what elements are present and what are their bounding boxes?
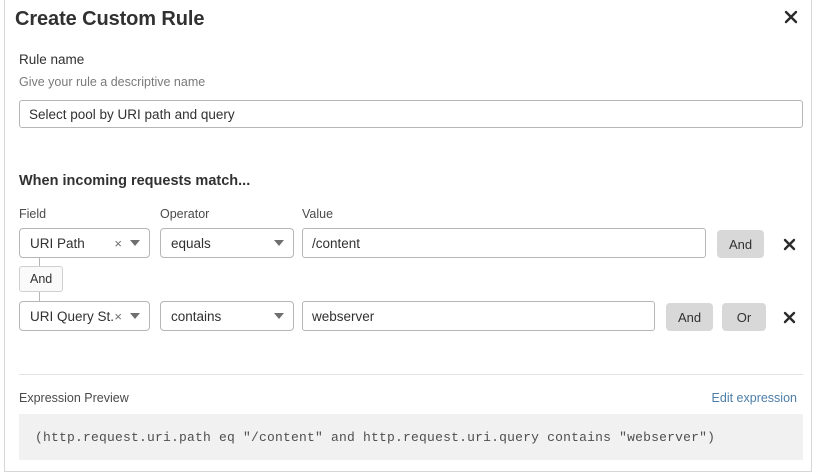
create-custom-rule-dialog: Create Custom Rule Rule name Give your r… (4, 0, 812, 472)
conditions-heading: When incoming requests match... (19, 173, 251, 189)
edit-expression-link[interactable]: Edit expression (711, 391, 797, 405)
column-header-value: Value (302, 207, 334, 221)
expression-preview-box: (http.request.uri.path eq "/content" and… (19, 414, 803, 460)
and-button-row-2[interactable]: And (666, 303, 714, 331)
remove-condition-row-2[interactable] (779, 307, 799, 327)
operator-select-row-2[interactable]: contains (160, 301, 294, 331)
expression-preview-label: Expression Preview (19, 391, 129, 405)
group-connector-and-badge[interactable]: And (19, 266, 64, 292)
or-button-row-2[interactable]: Or (722, 303, 766, 331)
clear-icon[interactable]: × (114, 235, 122, 251)
section-divider (19, 374, 803, 375)
connector-line-bottom (39, 292, 40, 301)
value-input-row-1[interactable] (302, 228, 706, 258)
and-button-row-1[interactable]: And (717, 230, 765, 258)
operator-select-row-2-value: contains (171, 308, 222, 324)
chevron-down-icon (274, 313, 284, 319)
remove-condition-row-1[interactable] (779, 234, 799, 254)
operator-select-row-1[interactable]: equals (160, 228, 294, 258)
chevron-down-icon (130, 240, 140, 246)
rule-name-label: Rule name (19, 52, 85, 67)
value-input-row-2[interactable] (302, 301, 655, 331)
close-icon[interactable] (780, 6, 802, 28)
chevron-down-icon (130, 313, 140, 319)
expression-preview-code: (http.request.uri.path eq "/content" and… (35, 429, 716, 445)
chevron-down-icon (274, 240, 284, 246)
field-select-row-2[interactable]: URI Query St... × (19, 301, 150, 331)
column-header-operator: Operator (160, 207, 210, 221)
connector-line-top (39, 258, 40, 267)
field-select-row-1-value: URI Path (30, 235, 85, 251)
clear-icon[interactable]: × (114, 308, 122, 324)
column-header-field: Field (19, 207, 47, 221)
dialog-title: Create Custom Rule (15, 8, 205, 30)
field-select-row-2-value: URI Query St... (30, 308, 115, 324)
rule-name-input[interactable] (19, 100, 803, 128)
operator-select-row-1-value: equals (171, 235, 211, 251)
field-select-row-1[interactable]: URI Path × (19, 228, 150, 258)
rule-name-hint: Give your rule a descriptive name (19, 75, 206, 89)
